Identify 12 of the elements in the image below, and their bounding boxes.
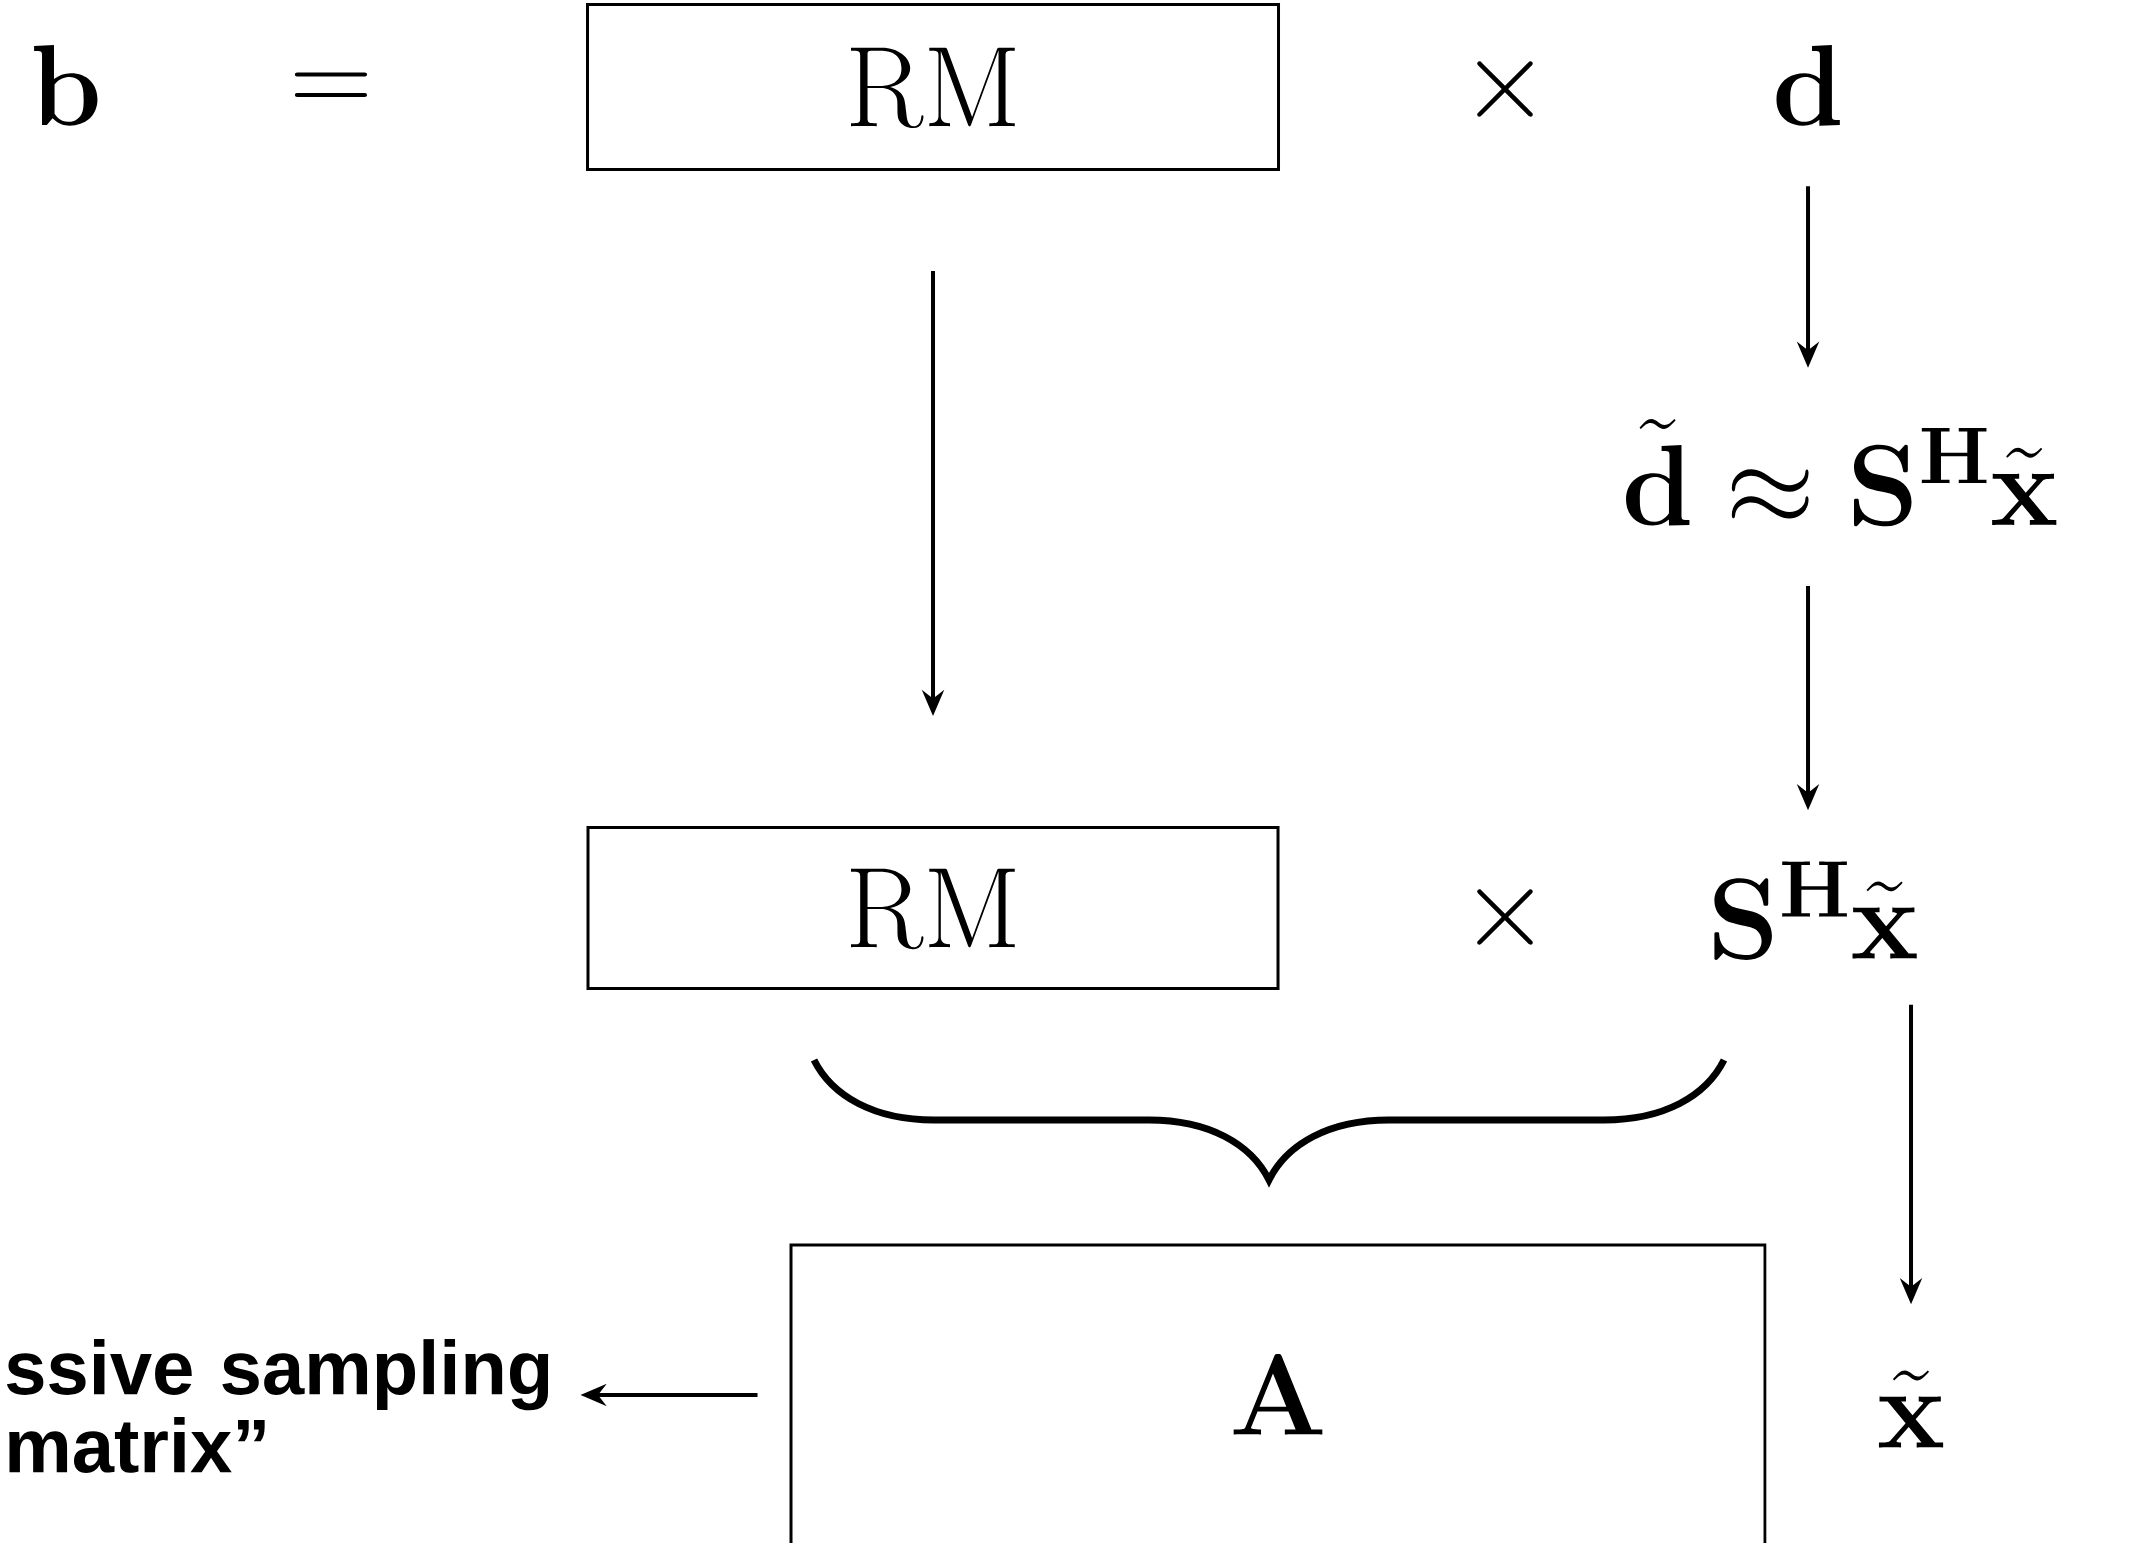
- formula: $\tilde{\mathbf{x}}$: [1878, 1370, 1944, 1448]
- matrix-box: $\mathbf{A}$: [789, 1243, 1767, 1543]
- caption-text: ssive sampling matrix”: [6, 1339, 549, 1473]
- formula: $\tilde{\mathbf{d}} \approx \mathbf{S}^{\mathbf{H}}\tilde{\mathbf{x}}$: [1626, 419, 2057, 527]
- matrix-box: $\mathrm{RM}$: [586, 826, 1280, 990]
- formula: $\mathbf{b}$: [34, 45, 98, 126]
- formula: $\mathbf{d}$: [1776, 45, 1840, 126]
- operator-symbol: $\times$: [1477, 889, 1533, 945]
- formula: $\mathbf{S}^{\mathbf{H}}\tilde{\mathbf{x}}$: [1714, 861, 1917, 960]
- operator-symbol: $\times$: [1477, 61, 1533, 117]
- matrix-box: $\mathrm{RM}$: [586, 3, 1280, 171]
- operator-symbol: $=$: [294, 72, 367, 97]
